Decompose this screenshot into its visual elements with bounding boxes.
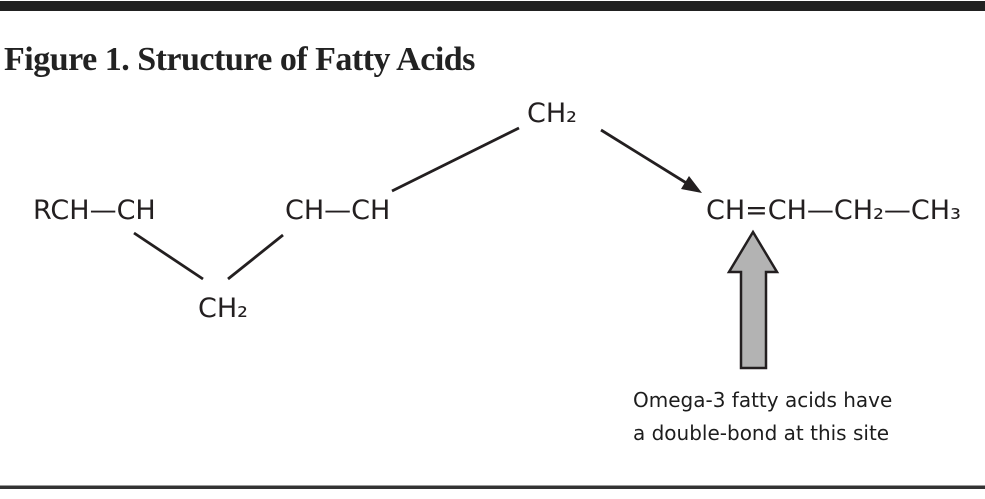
omega3-annotation: Omega-3 fatty acids have a double-bond a… [633,384,892,450]
formula-left-group: RCH—CH [33,195,156,226]
up-arrow-icon [726,229,780,370]
pointer-arrowhead-icon [681,176,702,193]
annotation-line-1: Omega-3 fatty acids have [633,388,893,412]
annotation-line-2: a double-bond at this site [633,421,890,445]
formula-top-ch2: CH₂ [527,98,577,129]
bond-line-left-down [133,231,204,281]
bottom-rule-bar [0,486,985,489]
formula-right-group: CH=CH—CH₂—CH₃ [706,195,961,226]
formula-middle-group: CH—CH [285,195,391,226]
formula-bottom-ch2: CH₂ [198,293,248,324]
pointer-arrow-shaft [600,128,689,186]
top-rule-bar [0,1,985,11]
bond-line-left-up [227,233,284,281]
figure-title: Figure 1. Structure of Fatty Acids [4,40,475,78]
bond-line-middle-up [391,126,520,193]
